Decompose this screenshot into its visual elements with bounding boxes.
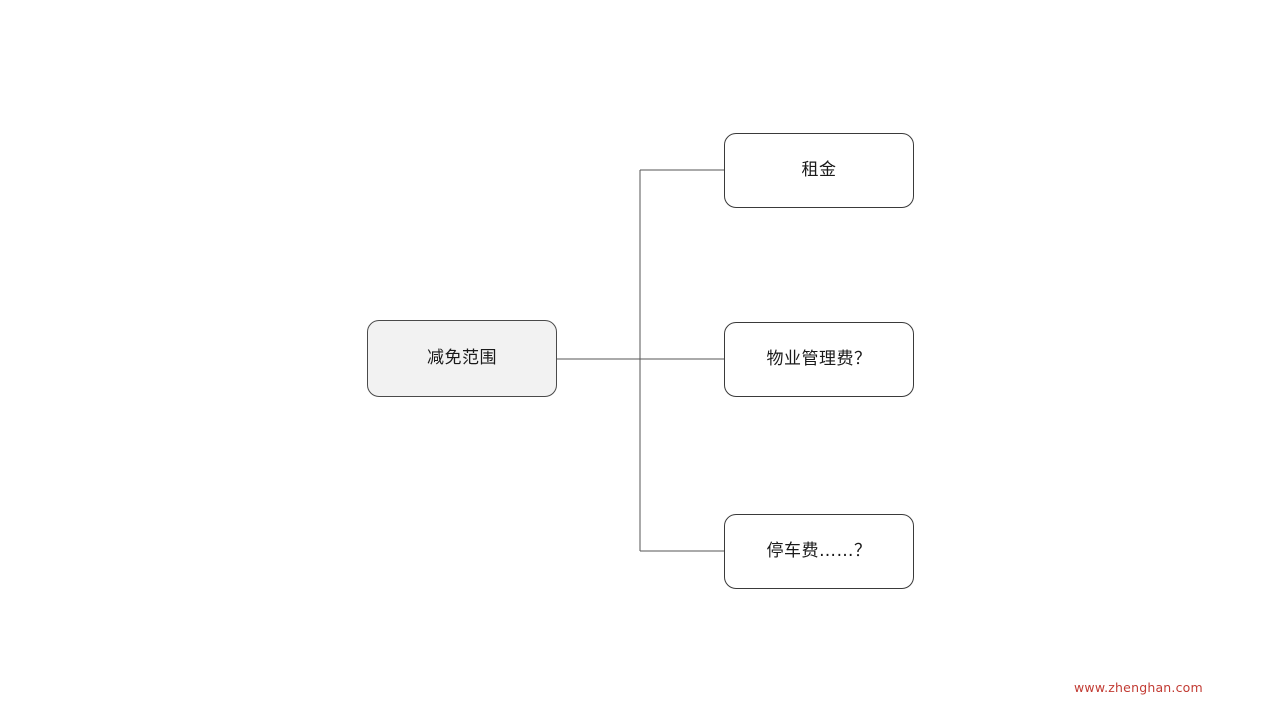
- node-root-label: 减免范围: [427, 348, 497, 369]
- node-child-rent-label: 租金: [801, 160, 837, 181]
- node-root[interactable]: 减免范围: [367, 320, 557, 397]
- node-child-rent[interactable]: 租金: [724, 133, 914, 208]
- node-child-parking-fee-label: 停车费……？: [766, 541, 872, 562]
- node-child-property-management-fee[interactable]: 物业管理费？: [724, 322, 914, 397]
- node-child-parking-fee[interactable]: 停车费……？: [724, 514, 914, 589]
- watermark-url: www.zhenghan.com: [1074, 680, 1203, 695]
- node-child-property-management-fee-label: 物业管理费？: [766, 349, 872, 370]
